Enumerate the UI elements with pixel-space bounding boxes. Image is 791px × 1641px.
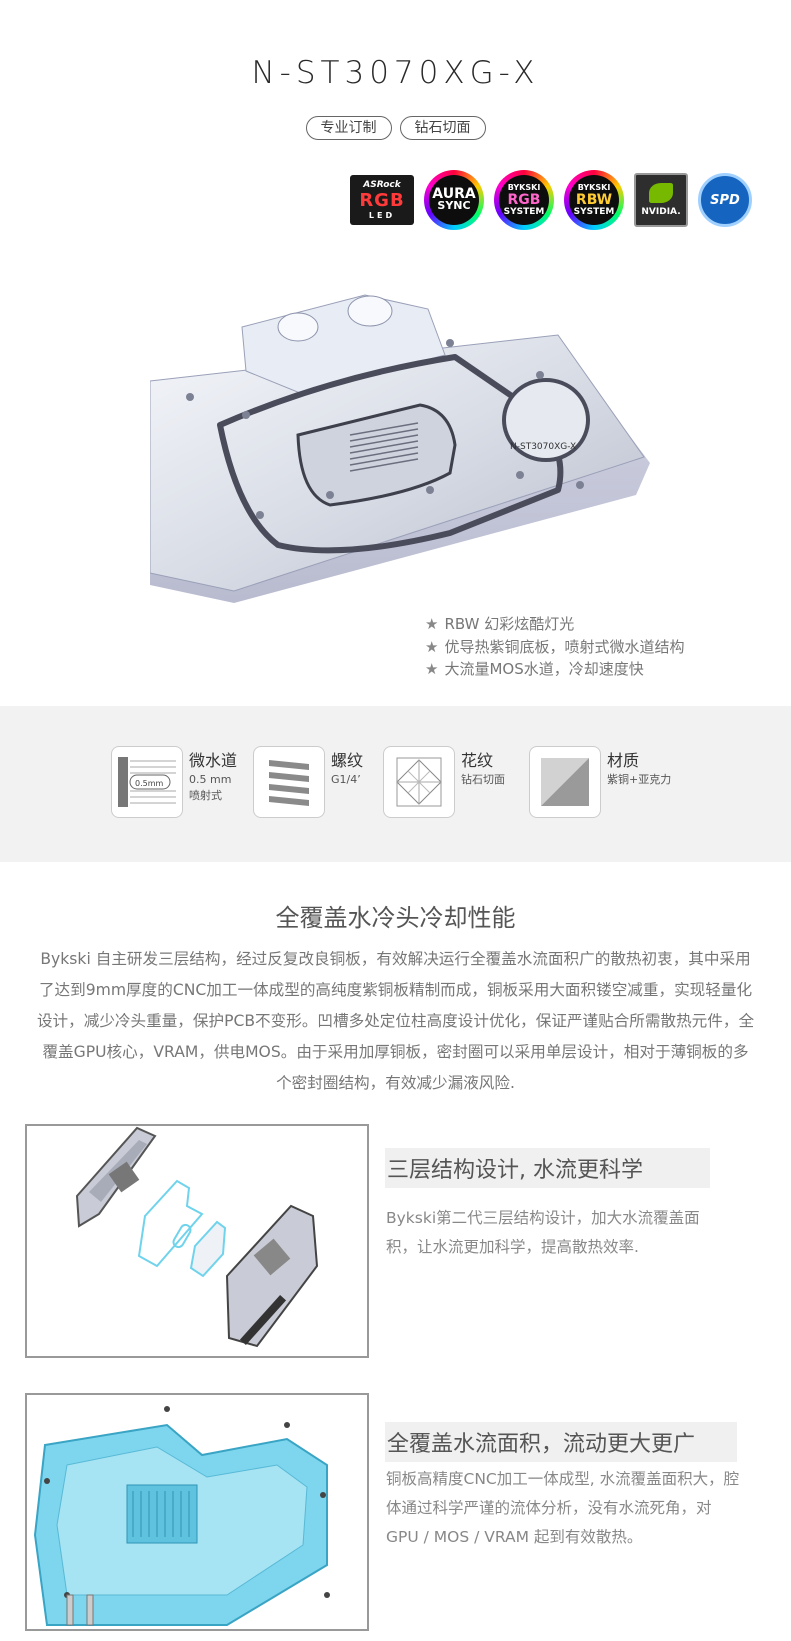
block2-body: 铜板高精度CNC加工一体成型, 水流覆盖面积大，腔体通过科学严谨的流体分析，没有…	[386, 1470, 740, 1546]
microchannel-icon: 0.5mm	[111, 746, 183, 818]
star-icon: ★	[425, 660, 439, 678]
tag-custom: 专业订制	[305, 116, 392, 140]
water-block-product-image: N-ST3070XG-X	[150, 294, 650, 603]
aura-sync-logo: AURA SYNC	[424, 170, 484, 230]
feature-item: ★优导热紫铜底板，喷射式微水道结构	[425, 637, 685, 656]
tag-diamond-cut: 钻石切面	[399, 116, 486, 140]
spec-material: 材质 紫铜+亚克力	[529, 746, 671, 818]
block1-body: Bykski第二代三层结构设计，加大水流覆盖面积，让水流更加科学，提高散热效率.	[386, 1209, 700, 1256]
feature-list: ★RBW 幻彩炫酷灯光 ★优导热紫铜底板，喷射式微水道结构 ★大流量MOS水道，…	[425, 613, 684, 681]
feature-item: ★大流量MOS水道，冷却速度快	[425, 660, 644, 678]
spec-value: 喷射式	[189, 789, 222, 802]
spec-title: 微水道	[189, 751, 238, 770]
spd-logo: SPD	[698, 173, 752, 227]
three-layer-structure-image	[25, 1124, 369, 1358]
spec-value: 紫铜+亚克力	[607, 773, 672, 786]
product-model-title: N-ST3070XG-X	[251, 55, 540, 91]
spec-value: G1/4’	[331, 773, 361, 786]
block1-heading: 三层结构设计, 水流更科学	[385, 1148, 710, 1188]
full-coverage-flow-image	[25, 1393, 369, 1631]
thread-icon	[253, 746, 325, 818]
spec-title: 螺纹	[331, 751, 364, 770]
nvidia-eye-icon	[649, 183, 673, 203]
star-icon: ★	[425, 637, 439, 656]
section-title: 全覆盖水冷头冷却性能	[275, 904, 516, 932]
spec-microchannel: 0.5mm 微水道 0.5 mm 喷射式	[111, 746, 237, 818]
engraving-text: N-ST3070XG-X	[510, 442, 576, 452]
feature-item: ★RBW 幻彩炫酷灯光	[425, 615, 575, 633]
star-icon: ★	[425, 615, 439, 633]
bykski-rbw-system-logo: BYKSKI RBW SYSTEM	[564, 170, 624, 230]
bykski-rgb-system-logo: BYKSKI RGB SYSTEM	[494, 170, 554, 230]
asrock-rgb-led-logo: ASRock RGB LED	[350, 175, 414, 225]
spec-thread: 螺纹 G1/4’	[253, 746, 363, 818]
spec-title: 花纹	[461, 751, 494, 770]
spec-title: 材质	[607, 751, 640, 770]
diamond-pattern-icon	[383, 746, 455, 818]
compatibility-badges: ASRock RGB LED AURA SYNC BYKSKI RGB SYST…	[350, 170, 752, 230]
material-icon	[529, 746, 601, 818]
svg-text:0.5mm: 0.5mm	[135, 779, 164, 788]
section-paragraph: Bykski 自主研发三层结构，经过反复改良铜板，有效解决运行全覆盖水流面积广的…	[36, 950, 755, 1092]
spec-pattern: 花纹 钻石切面	[383, 746, 505, 818]
tag-list: 专业订制 钻石切面	[0, 116, 791, 140]
nvidia-logo: NVIDIA.	[634, 173, 688, 227]
spec-value: 0.5 mm	[189, 773, 232, 786]
block2-heading: 全覆盖水流面积，流动更大更广	[385, 1422, 737, 1462]
spec-value: 钻石切面	[461, 773, 505, 786]
